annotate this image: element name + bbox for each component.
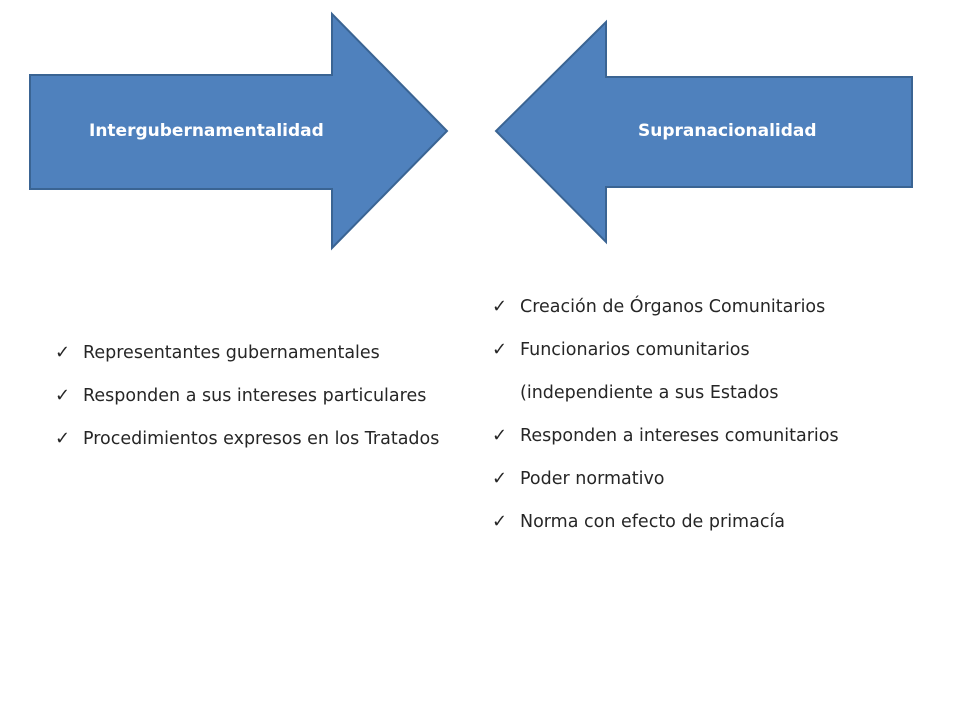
checkmark-icon: ✓ (492, 339, 508, 360)
list-item: ✓ Procedimientos expresos en los Tratado… (55, 428, 439, 450)
checkmark-icon: ✓ (492, 296, 508, 317)
right-arrow-shape (494, 19, 913, 245)
list-item: ✓ Funcionarios comunitarios (492, 339, 839, 361)
left-arrow-shape (29, 11, 449, 251)
list-item: ✓ Poder normativo (492, 468, 839, 490)
list-item-text: Procedimientos expresos en los Tratados (83, 429, 440, 449)
left-arrow-label: Intergubernamentalidad (89, 121, 324, 141)
list-item: ✓ Representantes gubernamentales (55, 342, 439, 364)
list-item-text: Funcionarios comunitarios (520, 340, 750, 360)
list-item-text: Norma con efecto de primacía (520, 512, 786, 532)
list-item-text: Responden a sus intereses particulares (83, 386, 427, 406)
checkmark-icon: ✓ (492, 511, 508, 532)
checkmark-icon: ✓ (492, 425, 508, 446)
list-item: ✓ Norma con efecto de primacía (492, 511, 839, 533)
list-item-continuation: (independiente a sus Estados (492, 382, 839, 404)
checkmark-icon: ✓ (492, 468, 508, 489)
checkmark-icon: ✓ (55, 428, 71, 449)
list-item: ✓ Creación de Órganos Comunitarios (492, 296, 839, 318)
checkmark-icon: ✓ (55, 342, 71, 363)
list-item-text: Creación de Órganos Comunitarios (520, 297, 826, 317)
left-bullet-list: ✓ Representantes gubernamentales ✓ Respo… (55, 342, 439, 450)
list-item-text: Representantes gubernamentales (83, 343, 380, 363)
right-bullet-list: ✓ Creación de Órganos Comunitarios ✓ Fun… (492, 296, 839, 533)
list-item-text: Responden a intereses comunitarios (520, 426, 839, 446)
checkmark-icon: ✓ (55, 385, 71, 406)
list-item-text: (independiente a sus Estados (520, 383, 779, 403)
list-item: ✓ Responden a sus intereses particulares (55, 385, 439, 407)
right-arrow-label: Supranacionalidad (638, 121, 817, 141)
list-item: ✓ Responden a intereses comunitarios (492, 425, 839, 447)
list-item-text: Poder normativo (520, 469, 665, 489)
